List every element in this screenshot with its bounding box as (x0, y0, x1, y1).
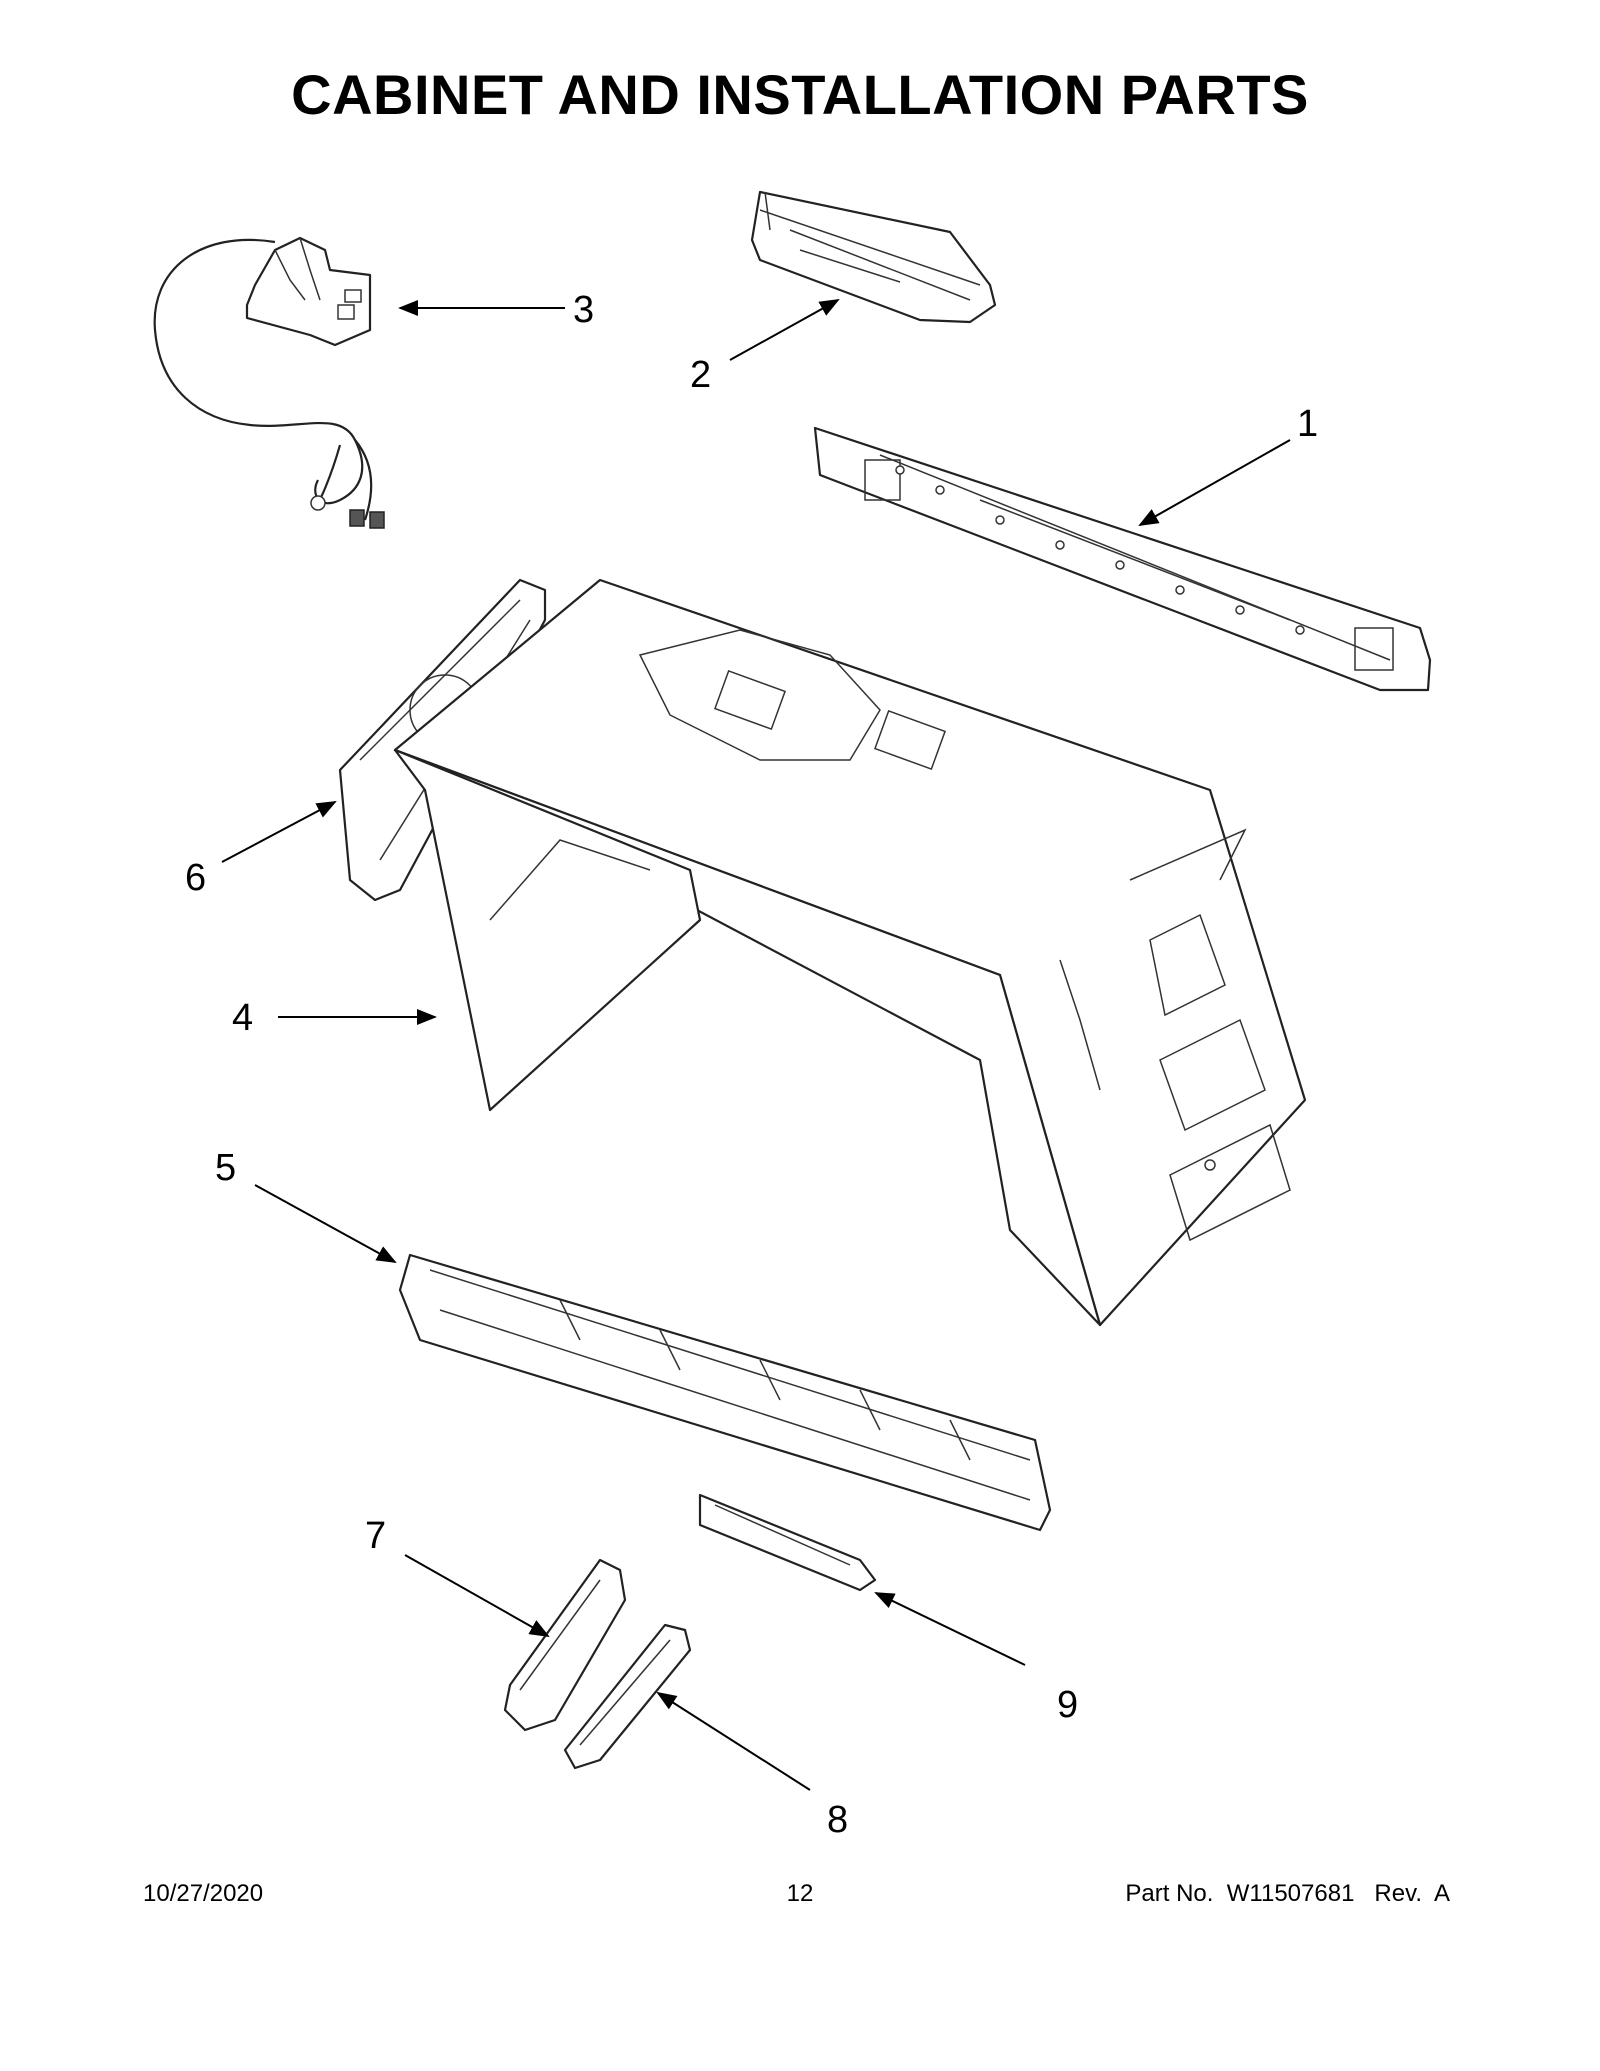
small-bracket-part (698, 1493, 877, 1592)
leader-6 (221, 801, 337, 863)
duct-adapter-part (503, 1558, 627, 1732)
callout-8: 8 (827, 1799, 848, 1841)
callout-6: 6 (185, 857, 206, 899)
callout-3: 3 (573, 289, 594, 331)
callout-labels: 1 2 3 4 5 6 7 8 9 (185, 289, 1318, 1841)
callout-4: 4 (232, 997, 253, 1039)
leader-9 (874, 1592, 1026, 1666)
footer-page-number: 12 (786, 1880, 814, 1907)
footer-part-number: Part No. W11507681 Rev. A (1125, 1880, 1450, 1907)
leader-lines (221, 299, 1291, 1791)
callout-1: 1 (1297, 403, 1318, 445)
page-title: CABINET AND INSTALLATION PARTS (291, 63, 1309, 126)
leader-8 (656, 1691, 811, 1791)
duct-cover-part (563, 1623, 692, 1770)
footer-date: 10/27/2020 (143, 1880, 264, 1907)
callout-9: 9 (1057, 1684, 1078, 1726)
callout-7: 7 (365, 1515, 386, 1557)
cabinet-wrapper-part (393, 578, 1307, 1327)
leader-1 (1138, 439, 1291, 526)
callout-2: 2 (690, 354, 711, 396)
bottom-grille-part (398, 1253, 1052, 1532)
leader-5 (254, 1184, 397, 1263)
leader-7 (404, 1554, 550, 1637)
mounting-plate-part (813, 426, 1432, 692)
top-bracket-part (750, 190, 997, 324)
leader-2 (729, 299, 840, 361)
power-cord-part (153, 236, 385, 529)
callout-5: 5 (215, 1147, 236, 1189)
